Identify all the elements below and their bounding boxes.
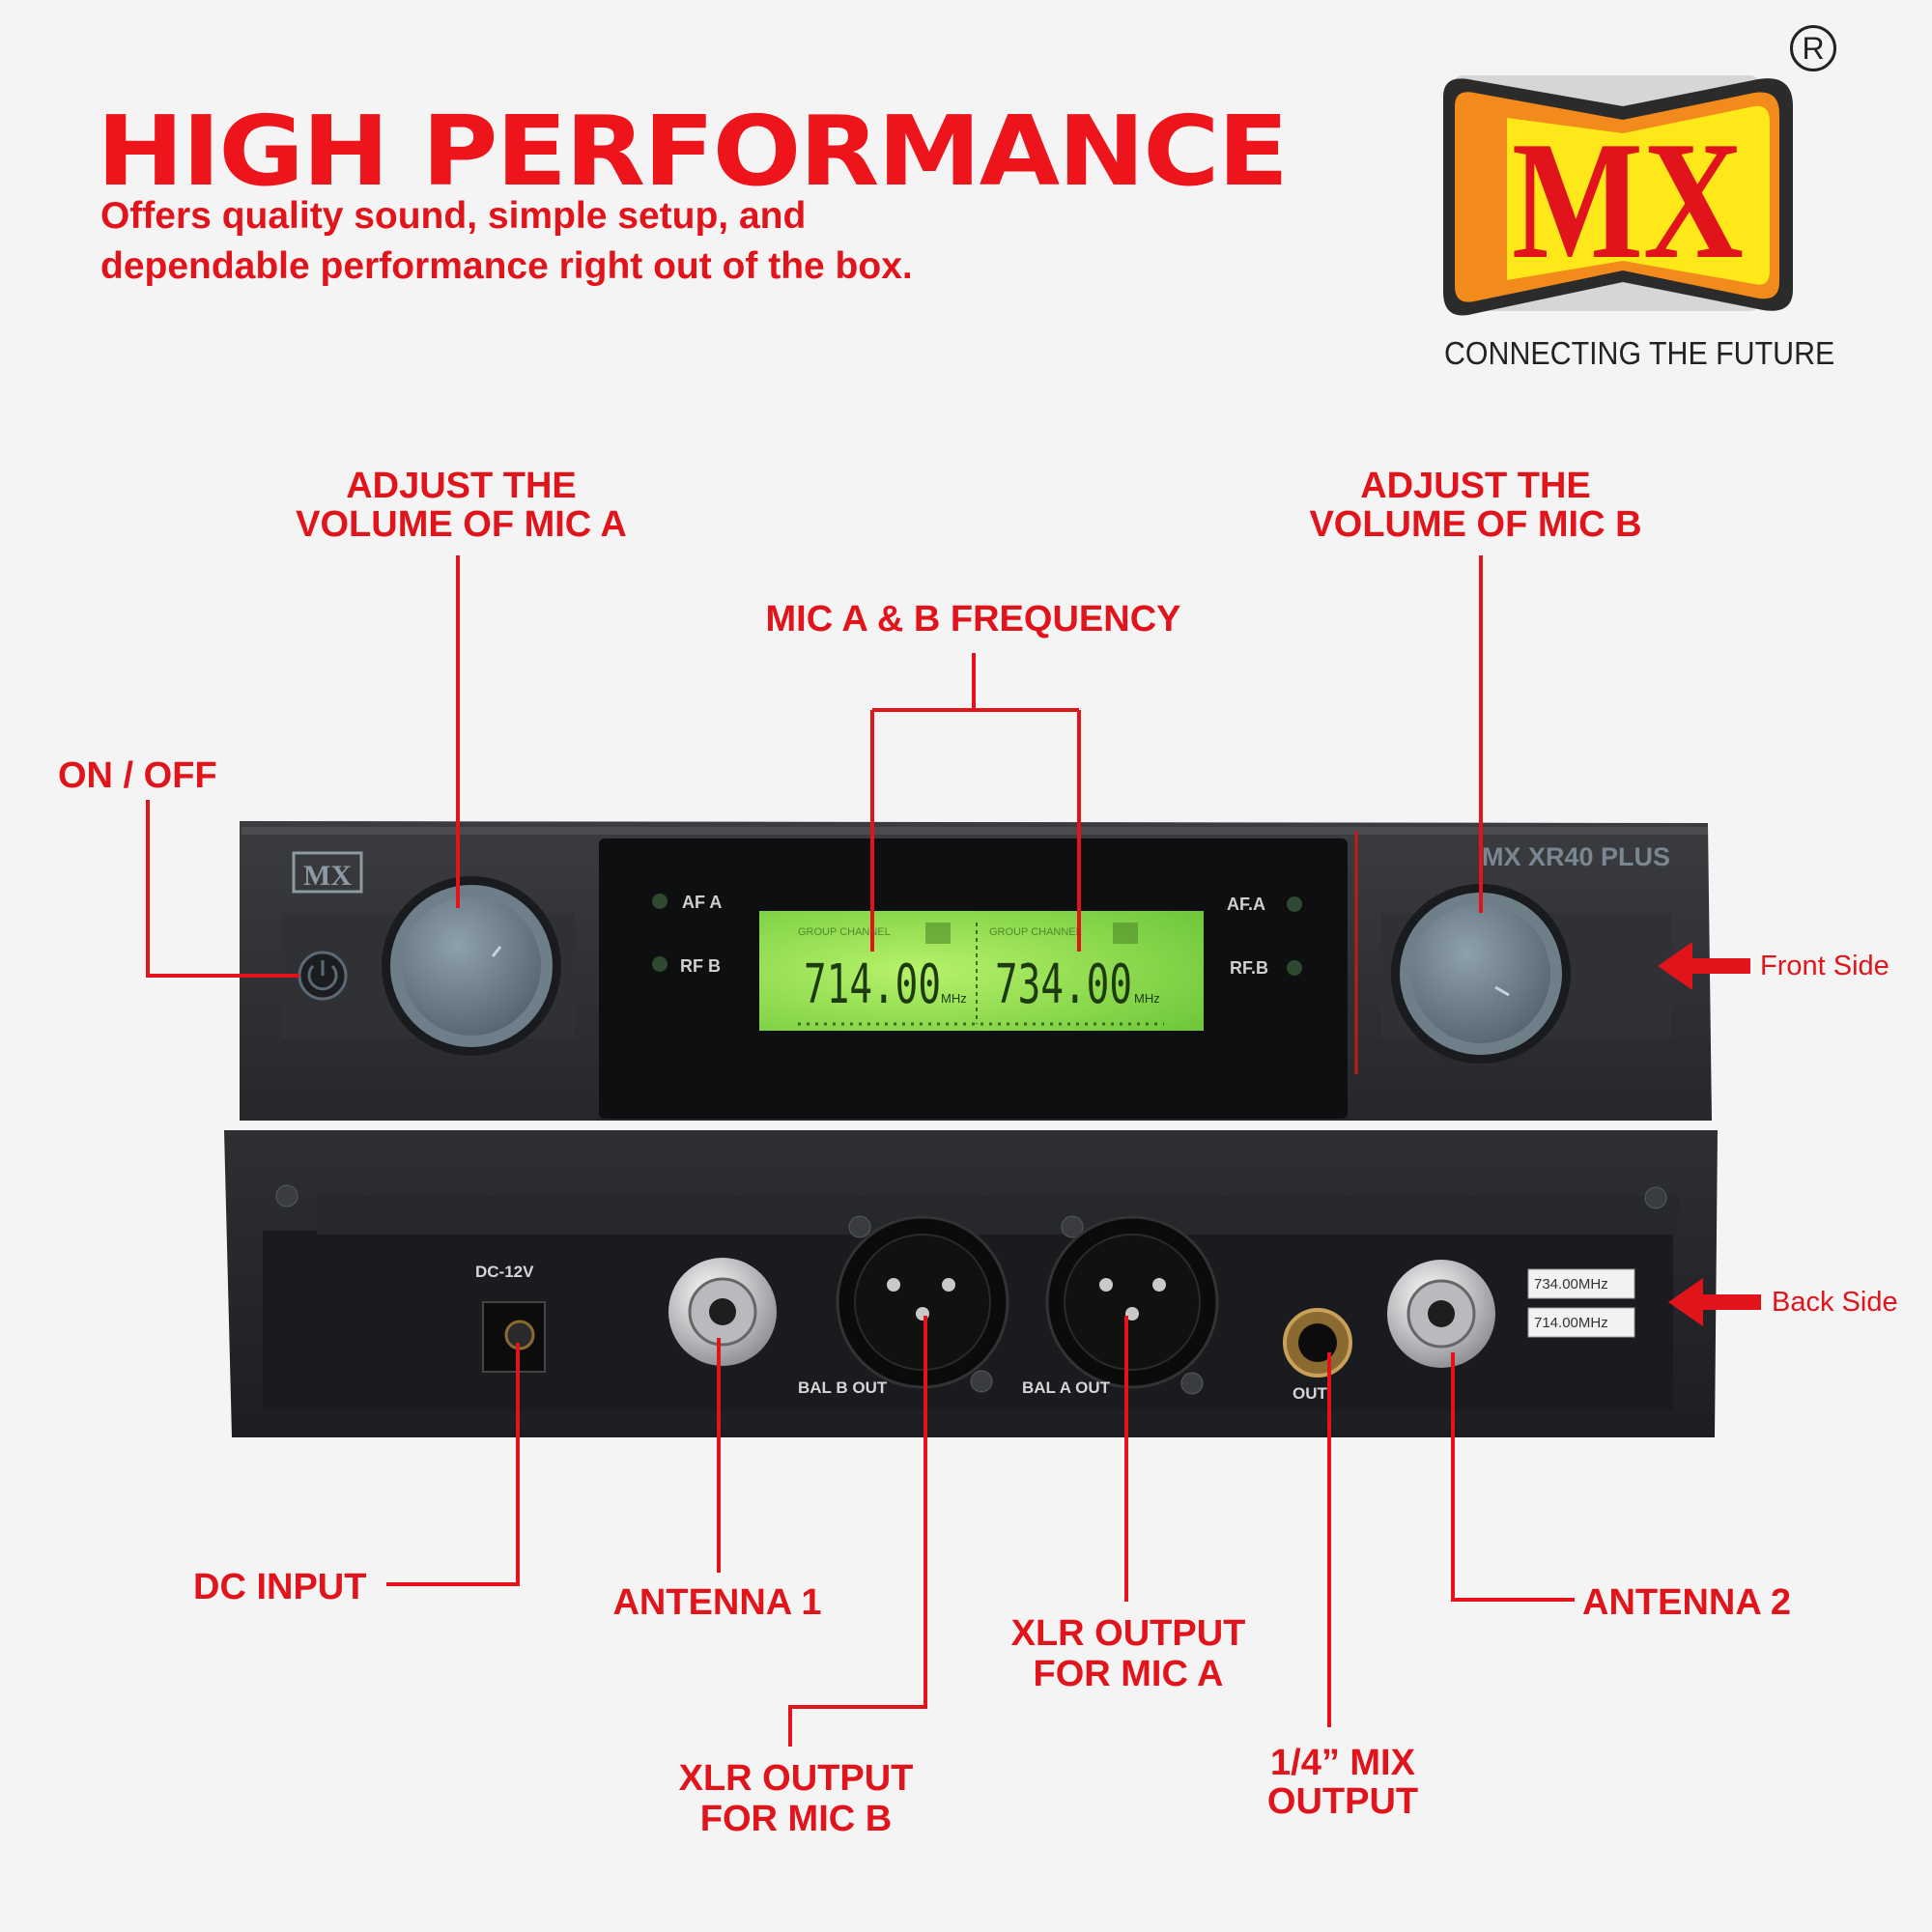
antenna-2-connector: [1387, 1260, 1495, 1368]
callout-volume-a-line1: ADJUST THE: [346, 466, 577, 506]
brand-logo: MX: [1443, 75, 1793, 316]
volume-knob-b: [1391, 884, 1571, 1064]
back-side-label: Back Side: [1772, 1287, 1898, 1318]
freq-tag-2: 714.00MHz: [1534, 1315, 1608, 1331]
callout-frequency: MIC A & B FREQUENCY: [765, 599, 1181, 639]
xlr-a-connector: [1045, 1215, 1219, 1389]
volume-knob-a: [382, 876, 561, 1056]
brand-tagline: CONNECTING THE FUTURE: [1444, 335, 1835, 371]
callout-xlr-a-line1: XLR OUTPUT: [1010, 1613, 1246, 1654]
antenna-1-connector: [668, 1258, 777, 1366]
xlr-b-connector: [836, 1215, 1009, 1389]
svg-text:GROUP CHANNEL: GROUP CHANNEL: [798, 926, 891, 938]
lcd-freq-a: 714.00: [804, 953, 941, 1016]
callout-mix-line1: 1/4” MIX: [1270, 1743, 1415, 1783]
svg-text:GROUP CHANNEL: GROUP CHANNEL: [989, 926, 1082, 938]
subtitle-line-2: dependable performance right out of the …: [100, 245, 913, 287]
callout-dc-input: DC INPUT: [193, 1567, 367, 1607]
svg-text:MHz: MHz: [941, 991, 967, 1006]
freq-tag-1: 734.00MHz: [1534, 1276, 1608, 1293]
lcd-display: GROUP CHANNEL GROUP CHANNEL 714.00 734.0…: [759, 911, 1204, 1031]
callout-volume-b-line2: VOLUME OF MIC B: [1309, 504, 1642, 545]
callout-volume-b-line1: ADJUST THE: [1360, 466, 1591, 506]
callout-mix-line2: OUTPUT: [1266, 1781, 1419, 1822]
callout-antenna-2: ANTENNA 2: [1582, 1582, 1792, 1623]
page-title: HIGH PERFORMANCE: [97, 95, 1289, 208]
bal-a-label: BAL A OUT: [1022, 1378, 1111, 1397]
front-panel: MX MX XR40 PLUS AF A RF B AF.A RF.B GROU…: [240, 821, 1712, 1121]
led-label-rf-b: RF B: [680, 956, 721, 976]
front-side-label: Front Side: [1760, 951, 1889, 981]
dc-label: DC-12V: [475, 1263, 534, 1281]
callout-antenna-1: ANTENNA 1: [612, 1582, 822, 1623]
subtitle-line-1: Offers quality sound, simple setup, and: [100, 195, 807, 237]
logo-text: MX: [1512, 106, 1744, 294]
lcd-freq-b: 734.00: [995, 953, 1132, 1016]
led-label-af-a-right: AF.A: [1227, 895, 1265, 914]
mix-output-jack: [1283, 1308, 1352, 1378]
callout-volume-a-line2: VOLUME OF MIC A: [296, 504, 627, 545]
callout-xlr-a-line2: FOR MIC A: [1033, 1654, 1224, 1694]
registered-mark: R: [1790, 25, 1836, 71]
callout-xlr-b-line1: XLR OUTPUT: [678, 1758, 914, 1799]
callout-xlr-b-line2: FOR MIC B: [699, 1799, 893, 1839]
side-arrows: [1658, 942, 1761, 1326]
led-label-rf-b-right: RF.B: [1230, 958, 1268, 978]
model-name: MX XR40 PLUS: [1482, 842, 1670, 871]
front-logo: MX: [303, 860, 352, 892]
back-panel: DC-12V BAL B OUT BAL A OUT: [224, 1130, 1718, 1437]
callout-lines: [146, 555, 1575, 1747]
out-label: OUT: [1293, 1384, 1328, 1403]
callout-on-off: ON / OFF: [58, 755, 217, 796]
svg-text:MHz: MHz: [1134, 991, 1160, 1006]
bal-b-label: BAL B OUT: [798, 1378, 888, 1397]
led-label-af-a: AF A: [682, 893, 722, 912]
